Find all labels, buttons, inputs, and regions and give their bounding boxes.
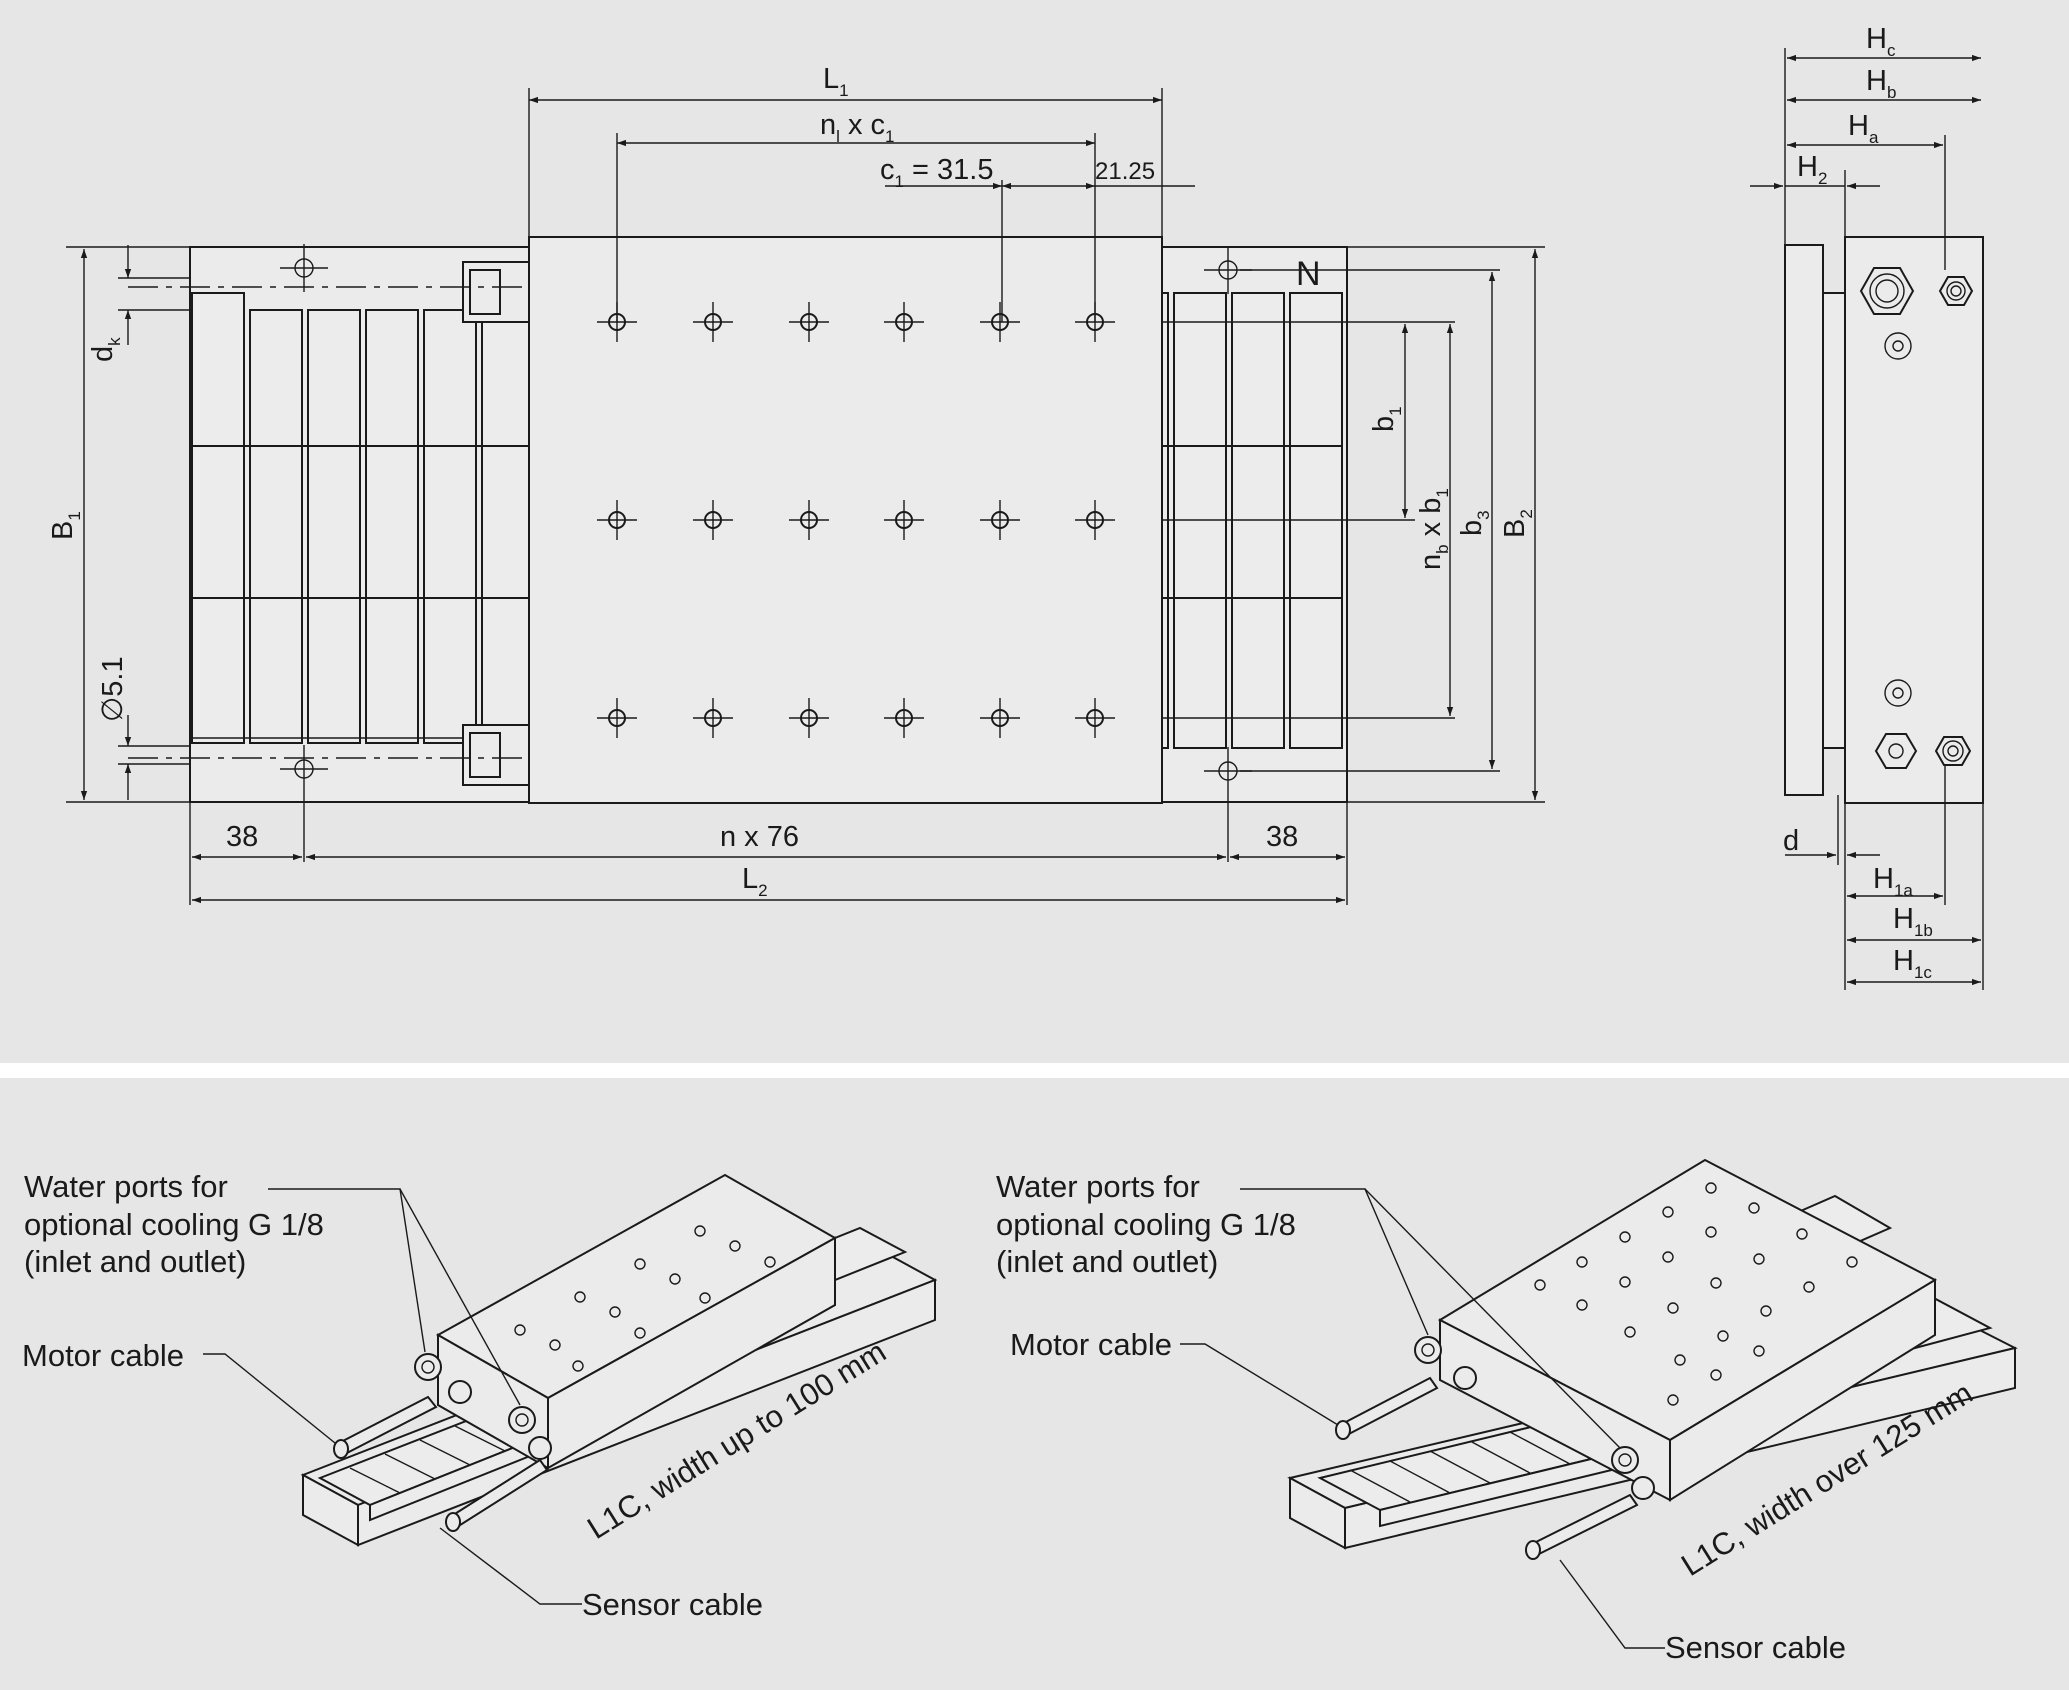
cooling-connector-bottom [462, 724, 530, 786]
dim-nl-c1: nl x c1 [820, 109, 895, 146]
dim-38-left: 38 [226, 821, 258, 853]
magnet-plate-top-view [128, 236, 1348, 862]
dim-c1-31-5: c1 = 31.5 [880, 154, 993, 191]
iso-right-slider-holes [1534, 1182, 1858, 1406]
side-view: Hc Hb Ha H2 d H1a H1b H1c [1750, 23, 1984, 990]
iso-left-cables [333, 1395, 549, 1532]
dim-21-25: 21.25 [1095, 158, 1155, 185]
iso-right-water-ports-label-3: (inlet and outlet) [996, 1244, 1218, 1279]
iso-left-motor-cable-label: Motor cable [22, 1338, 184, 1373]
iso-right-water-ports-label-1: Water ports for [996, 1169, 1200, 1204]
dim-b3: b3 [1456, 510, 1493, 536]
bottom-dimensions: 38 n x 76 38 L2 [189, 802, 1348, 905]
left-magnet-cells [191, 292, 530, 744]
top-dimensions: L1 nl x c1 c1 = 31.5 21.25 [528, 63, 1195, 322]
dim-H1a: H1a [1873, 863, 1913, 900]
iso-left-water-ports-label-2: optional cooling G 1/8 [24, 1207, 324, 1242]
iso-right-motor-cable-label: Motor cable [1010, 1327, 1172, 1362]
iso-right-sensor-cable-label: Sensor cable [1665, 1630, 1846, 1665]
dim-38-right: 38 [1266, 821, 1298, 853]
dim-dk: dk [87, 337, 124, 362]
dim-Hb: Hb [1866, 65, 1896, 102]
dim-Ha: Ha [1848, 110, 1879, 147]
iso-illustration-right: Water ports for optional cooling G 1/8 (… [996, 1158, 2018, 1665]
right-dimensions: b1 nb x b1 b3 B2 N [1162, 246, 1545, 803]
iso-left-water-ports [414, 1353, 552, 1460]
iso-right-cables [1335, 1376, 1639, 1560]
dim-H1b: H1b [1893, 903, 1933, 940]
dim-nb-b1: nb x b1 [1415, 488, 1452, 570]
north-pole-marker: N [1296, 255, 1321, 293]
dim-L2: L2 [742, 863, 768, 900]
dim-diameter: ∅5.1 [97, 656, 129, 722]
iso-right-water-ports [1414, 1336, 1655, 1500]
dim-H1c: H1c [1893, 945, 1932, 982]
dim-b1: b1 [1368, 406, 1405, 432]
cooling-connector-top [462, 261, 530, 323]
dim-B1: B1 [47, 511, 84, 540]
side-forcer [1844, 236, 1984, 804]
iso-left-water-ports-label-1: Water ports for [24, 1169, 228, 1204]
dim-B2: B2 [1499, 509, 1536, 538]
side-fittings [1859, 267, 1974, 769]
iso-right-water-ports-label-2: optional cooling G 1/8 [996, 1207, 1296, 1242]
dim-H2: H2 [1797, 151, 1827, 188]
iso-illustration-left: Water ports for optional cooling G 1/8 (… [22, 1169, 938, 1622]
dim-Hc: Hc [1866, 23, 1896, 60]
left-dimensions: B1 dk ∅5.1 [47, 245, 190, 803]
iso-left-sensor-cable-label: Sensor cable [582, 1587, 763, 1622]
side-base-plate [1784, 244, 1824, 796]
dim-d: d [1783, 825, 1799, 857]
iso-left-slider-holes [514, 1225, 776, 1372]
iso-left-water-ports-label-3: (inlet and outlet) [24, 1244, 246, 1279]
dim-n-x-76: n x 76 [720, 821, 799, 853]
dim-L1: L1 [823, 63, 849, 100]
